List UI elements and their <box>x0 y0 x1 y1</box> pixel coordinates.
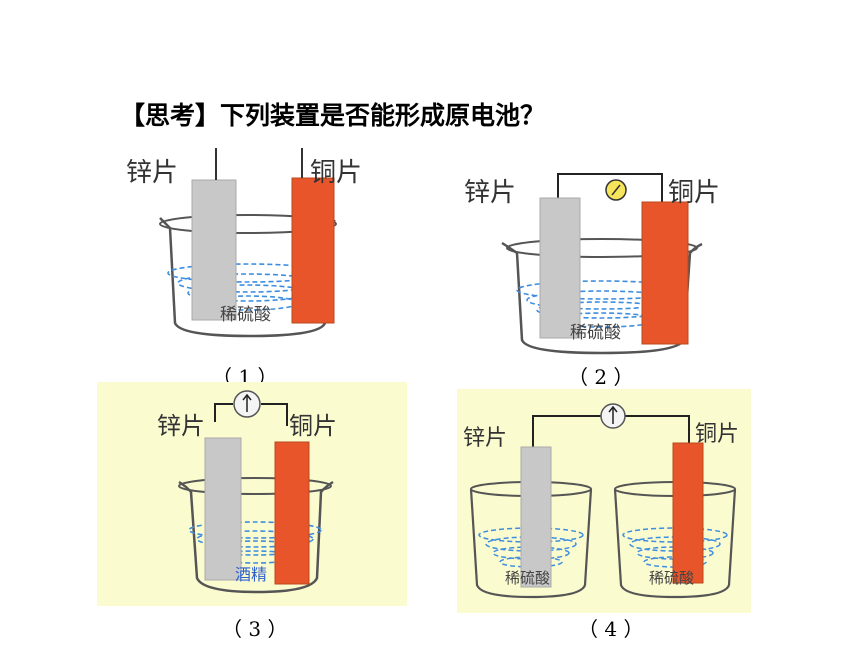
question-title: 【思考】下列装置是否能形成原电池？ <box>120 101 546 130</box>
zinc-electrode <box>191 179 237 321</box>
circuit-wire <box>557 173 663 202</box>
zinc-electrode <box>520 446 552 588</box>
zinc-electrode <box>539 197 581 339</box>
solution-label: 酒精 <box>235 565 267 584</box>
circuit-wire <box>532 415 690 449</box>
caption-3: （ 3 ） <box>222 617 288 641</box>
apparatus-1: 锌片 铜片 稀硫酸 <box>120 148 370 343</box>
caption-2: （ 2 ） <box>568 365 634 389</box>
beaker <box>501 238 703 355</box>
circuit-wire <box>214 403 288 426</box>
copper-label: 铜片 <box>310 158 362 188</box>
copper-label: 铜片 <box>668 178 720 208</box>
solution-left-label: 稀硫酸 <box>505 569 550 587</box>
apparatus-3: 锌片 铜片 酒精 <box>97 382 407 606</box>
zinc-label: 锌片 <box>463 426 507 451</box>
solution-right-label: 稀硫酸 <box>649 569 694 587</box>
apparatus-4: 锌片 铜片 稀硫酸 稀硫酸 <box>457 389 751 613</box>
copper-electrode <box>641 201 689 345</box>
zinc-label: 锌片 <box>464 178 516 208</box>
zinc-electrode <box>204 437 242 581</box>
caption-4: （ 4 ） <box>578 617 644 641</box>
copper-label: 铜片 <box>289 412 337 440</box>
beaker <box>178 477 334 594</box>
solution-label: 稀硫酸 <box>570 323 621 343</box>
copper-electrode <box>291 177 335 324</box>
copper-electrode <box>274 441 310 585</box>
copper-label: 铜片 <box>695 422 739 447</box>
solution-label: 稀硫酸 <box>220 305 271 325</box>
zinc-label: 锌片 <box>157 412 205 440</box>
apparatus-2: 锌片 铜片 稀硫酸 <box>462 168 762 358</box>
zinc-label: 锌片 <box>126 158 178 188</box>
copper-electrode <box>672 442 704 584</box>
